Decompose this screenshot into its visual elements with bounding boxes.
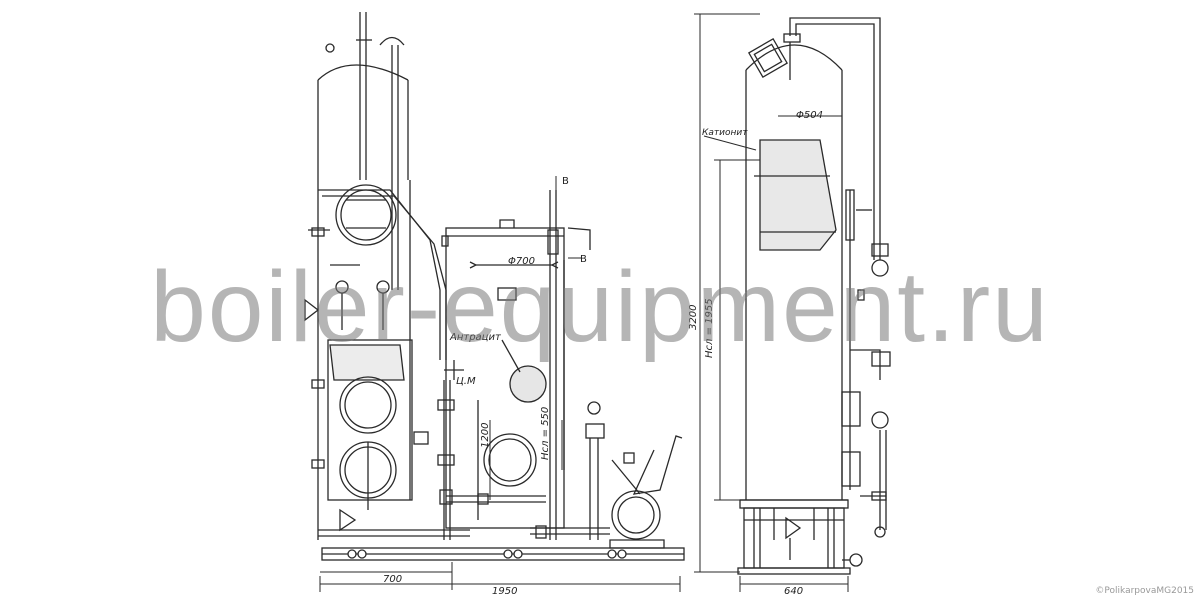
dim-height-1200: 1200 [480,422,491,448]
column-stand [743,507,845,569]
upper-manhole [335,184,397,246]
dim-diameter-700: Φ700 [508,256,535,267]
dim-width-640: 640 [784,586,804,597]
label-cm: Ц.М [456,376,476,387]
filter-manhole [483,433,537,487]
mark-v-upper: В [562,176,569,187]
middle-manhole [339,376,397,434]
dim-width-1950: 1950 [492,586,518,597]
credit-text: ©PolikarpovaMG2015 [1095,586,1194,596]
dim-diameter-504: Φ504 [796,110,823,121]
label-cationite: Катионит [702,128,748,138]
dim-hsl-550: Hсл = 550 [540,406,551,460]
mark-v-lower: В [580,254,587,265]
column-dome [745,44,843,71]
label-anthracite: Антрацит [450,332,501,343]
pump [611,490,661,540]
watermark-text: boiler-equipment.ru [150,251,1050,363]
right-unit [694,13,891,592]
anthracite-bed [509,365,547,403]
cationite-bed [759,139,837,251]
tall-tank-dome [317,64,409,81]
left-unit [304,12,685,592]
dim-width-700: 700 [383,574,403,585]
